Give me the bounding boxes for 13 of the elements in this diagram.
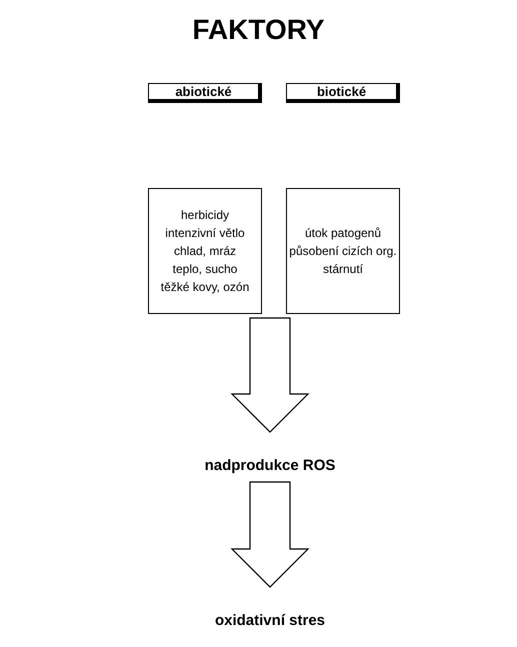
category-box xyxy=(148,83,262,103)
factor-text: útok patogenů působení cizích org. stárnutí xyxy=(289,225,397,278)
factor-text: abiotické xyxy=(175,84,232,99)
result-label: oxidativní stres xyxy=(214,612,326,628)
factor-list-box xyxy=(148,188,262,314)
category-box xyxy=(286,83,400,103)
block-arrow xyxy=(230,481,310,588)
diagram-title: FAKTORY xyxy=(191,14,326,46)
result-label: nadprodukce ROS xyxy=(204,456,336,474)
factor-text: herbicidy intenzivní větlo chlad, mráz teplo, sucho těžké kovy, ozón xyxy=(160,207,250,296)
factor-text: biotické xyxy=(316,84,366,99)
block-arrow xyxy=(230,317,310,433)
factor-list-box xyxy=(286,188,400,314)
